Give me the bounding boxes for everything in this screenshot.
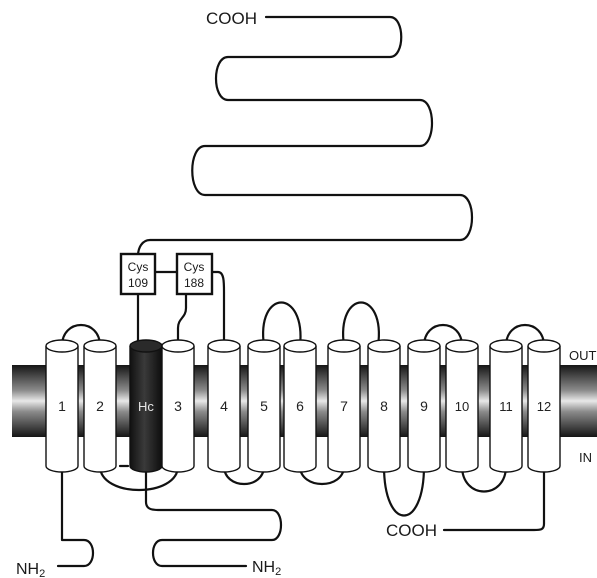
cooh-top-label: COOH <box>206 9 257 28</box>
cys188-label-line1: Cys <box>184 260 205 274</box>
helix-label: 7 <box>340 398 348 414</box>
helix-label: Hc <box>138 399 154 414</box>
nh2-right-subscript: 2 <box>275 566 281 578</box>
helix-11: 11 <box>490 340 522 472</box>
helix-top-cap <box>528 340 560 352</box>
helix-6: 6 <box>284 340 316 472</box>
cys188-label-line2: 188 <box>184 276 204 290</box>
helix-top-cap <box>84 340 116 352</box>
nh2-right-label: NH2 <box>252 559 281 578</box>
cys109-label-line2: 109 <box>128 276 148 290</box>
cys188-box: Cys 188 <box>177 254 212 294</box>
helix-top-cap <box>368 340 400 352</box>
loop-5-6-out <box>263 303 300 347</box>
helix-top-cap <box>130 340 162 352</box>
loop-7-8-out <box>343 303 379 347</box>
nh2-left-text: NH <box>16 561 39 578</box>
helix-top-cap <box>490 340 522 352</box>
helix-label: 9 <box>420 398 428 414</box>
helix-label: 12 <box>537 399 551 414</box>
helix-label: 1 <box>58 398 66 414</box>
out-label: OUT <box>569 348 597 363</box>
helix-label: 4 <box>220 398 228 414</box>
helix-label: 6 <box>296 398 304 414</box>
helix-top-cap <box>248 340 280 352</box>
n-terminus-right-chain <box>146 466 281 566</box>
helix-label: 3 <box>174 398 182 414</box>
nh2-left-subscript: 2 <box>39 568 45 578</box>
helix-top-cap <box>328 340 360 352</box>
helix-3: 3 <box>162 340 194 472</box>
helix-label: 5 <box>260 398 268 414</box>
helix-label: 10 <box>455 399 469 414</box>
c-terminal-extracellular-chain <box>138 17 472 256</box>
helix-12: 12 <box>528 340 560 472</box>
helix-label: 11 <box>499 399 513 414</box>
n-terminus-left-chain <box>58 466 93 566</box>
helix-top-cap <box>208 340 240 352</box>
cys109-label-line1: Cys <box>128 260 149 274</box>
helix-7: 7 <box>328 340 360 472</box>
helix-top-cap <box>162 340 194 352</box>
helix-4: 4 <box>208 340 240 472</box>
helix-5: 5 <box>248 340 280 472</box>
c-terminus-bottom-chain <box>444 466 544 530</box>
nh2-right-text: NH <box>252 559 275 576</box>
helix-9: 9 <box>408 340 440 472</box>
helix-10: 10 <box>446 340 478 472</box>
helix-8: 8 <box>368 340 400 472</box>
nh2-left-label: NH2 <box>16 561 45 578</box>
helix-top-cap <box>46 340 78 352</box>
cooh-bottom-label: COOH <box>386 521 437 540</box>
helix-hc: Hc <box>130 340 162 472</box>
helix-1: 1 <box>46 340 78 472</box>
in-label: IN <box>579 450 592 465</box>
helix-label: 2 <box>96 398 104 414</box>
helix-label: 8 <box>380 398 388 414</box>
cys188-to-helix4 <box>212 272 224 346</box>
helix-top-cap <box>408 340 440 352</box>
helix-2: 2 <box>84 340 116 472</box>
cys109-box: Cys 109 <box>121 254 155 294</box>
helix-top-cap <box>446 340 478 352</box>
cys188-to-helix3 <box>178 294 186 346</box>
loop-8-9-in <box>384 466 424 516</box>
helix-top-cap <box>284 340 316 352</box>
